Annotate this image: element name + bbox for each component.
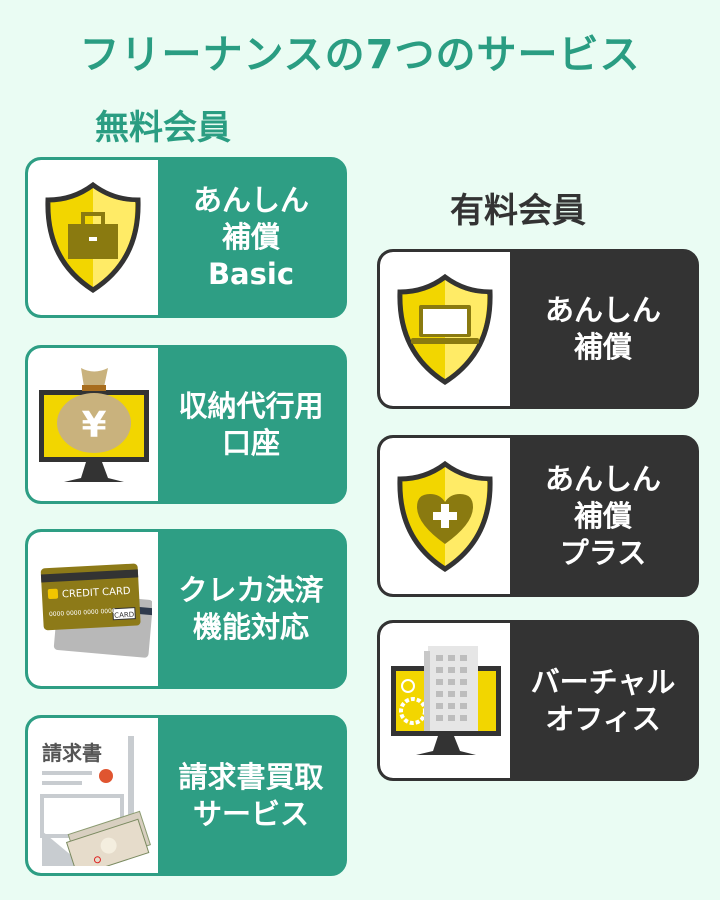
shield-laptop-icon bbox=[380, 252, 510, 406]
page-title: フリーナンスの7つのサービス bbox=[79, 32, 641, 78]
label-line: 補償 bbox=[221, 220, 280, 254]
label-line: 請求書買取 bbox=[178, 759, 324, 794]
label-line: 収納代行用 bbox=[178, 388, 324, 423]
label-line: あんしん bbox=[544, 293, 661, 327]
label-line: プラス bbox=[559, 535, 647, 570]
service-card-anshin: あんしん 補償 bbox=[377, 249, 699, 409]
invoice-money-icon: 請求書 bbox=[28, 718, 158, 873]
service-card-anshin-plus: あんしん 補償 プラス bbox=[377, 435, 699, 597]
svg-text:0000 0000 0000 0000: 0000 0000 0000 0000 bbox=[49, 608, 116, 618]
service-card-credit-card: CREDIT CARD CARD 0000 0000 0000 0000 クレカ… bbox=[25, 529, 347, 689]
label-line: サービス bbox=[192, 796, 309, 831]
shield-heart-plus-icon bbox=[380, 438, 510, 594]
service-card-anshin-basic: あんしん 補償 Basic bbox=[25, 157, 347, 318]
service-card-collection-account: ¥ 収納代行用 口座 bbox=[25, 345, 347, 504]
label-line: 口座 bbox=[221, 425, 280, 460]
monitor-building-icon bbox=[380, 623, 510, 778]
label-line: 補償 bbox=[573, 498, 632, 533]
shield-briefcase-icon bbox=[28, 160, 158, 315]
label-line: Basic bbox=[207, 257, 295, 291]
service-card-virtual-office: バーチャル オフィス bbox=[377, 620, 699, 781]
label-line: あんしん bbox=[544, 461, 661, 496]
label-line: オフィス bbox=[545, 701, 661, 736]
credit-card-icon: CREDIT CARD CARD 0000 0000 0000 0000 bbox=[28, 532, 158, 686]
label-line: 補償 bbox=[573, 330, 632, 364]
card-badge: CARD bbox=[114, 611, 134, 620]
svg-text:¥: ¥ bbox=[81, 405, 106, 446]
service-card-invoice-factoring: 請求書 請求書買取 サービス bbox=[25, 715, 347, 876]
card-text: CREDIT CARD bbox=[62, 586, 131, 601]
paid-members-heading: 有料会員 bbox=[450, 191, 586, 231]
label-line: バーチャル bbox=[530, 664, 676, 699]
invoice-text: 請求書 bbox=[42, 741, 102, 765]
label-line: 機能対応 bbox=[192, 610, 309, 644]
label-line: あんしん bbox=[192, 183, 309, 217]
free-members-heading: 無料会員 bbox=[95, 108, 231, 148]
monitor-yen-bag-icon: ¥ bbox=[28, 348, 158, 501]
label-line: クレカ決済 bbox=[178, 573, 324, 607]
